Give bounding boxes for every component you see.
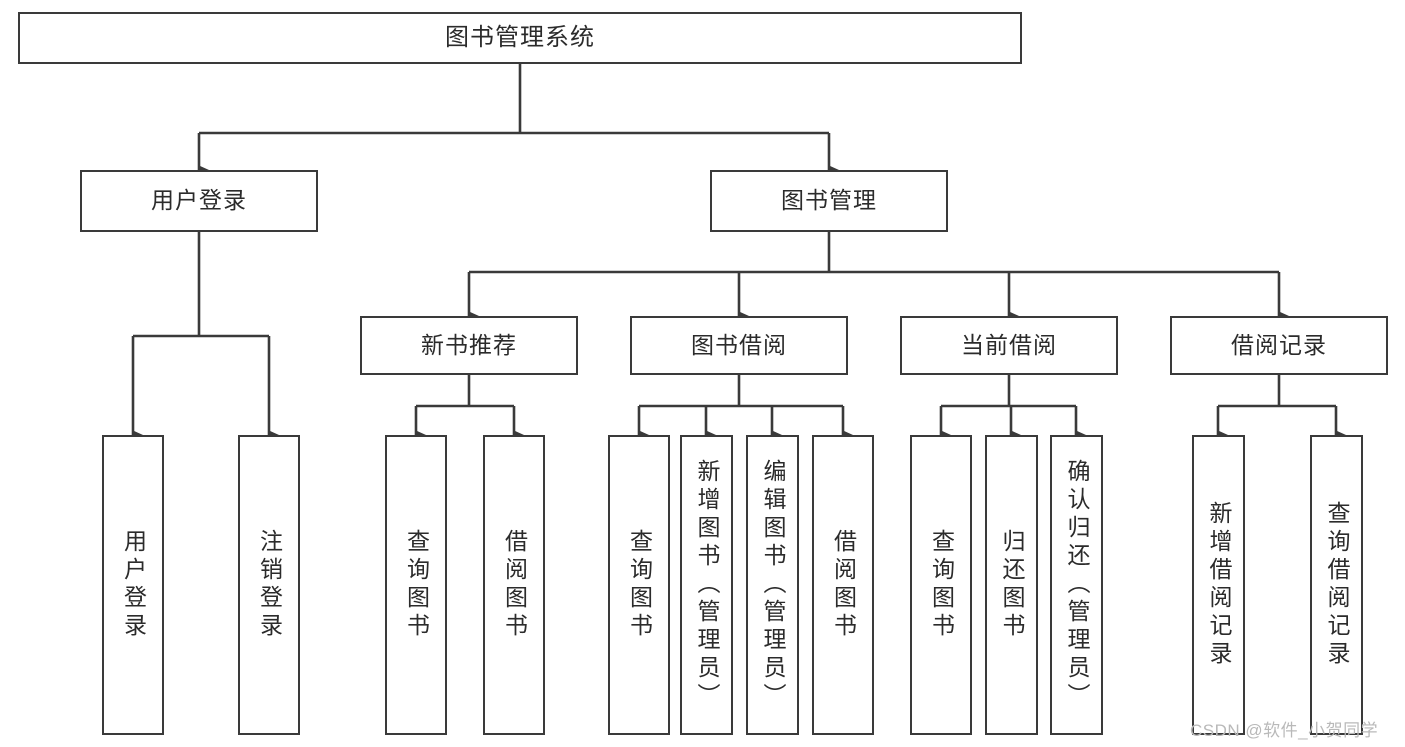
node-label: 编辑图书（管理员） bbox=[760, 459, 786, 711]
node-label: 查询借阅记录 bbox=[1324, 501, 1350, 669]
node-leaf-add-record[interactable]: 新增借阅记录 bbox=[1192, 435, 1245, 735]
node-leaf-query-book-1[interactable]: 查询图书 bbox=[385, 435, 447, 735]
node-label: 用户登录 bbox=[120, 529, 147, 641]
node-label: 查询图书 bbox=[626, 529, 653, 641]
node-borrow-record[interactable]: 借阅记录 bbox=[1170, 316, 1388, 375]
node-label: 新书推荐 bbox=[421, 331, 517, 358]
node-label: 图书管理系统 bbox=[445, 23, 595, 51]
node-label: 用户登录 bbox=[151, 187, 247, 214]
node-leaf-query-book-2[interactable]: 查询图书 bbox=[608, 435, 670, 735]
node-leaf-edit-book[interactable]: 编辑图书（管理员） bbox=[746, 435, 799, 735]
node-leaf-user-login[interactable]: 用户登录 bbox=[102, 435, 164, 735]
node-leaf-logout[interactable]: 注销登录 bbox=[238, 435, 300, 735]
node-new-book-rec[interactable]: 新书推荐 bbox=[360, 316, 578, 375]
node-label: 归还图书 bbox=[999, 529, 1025, 641]
node-label: 借阅图书 bbox=[830, 529, 857, 641]
node-user-login[interactable]: 用户登录 bbox=[80, 170, 318, 232]
node-label: 新增图书（管理员） bbox=[694, 459, 720, 711]
node-label: 当前借阅 bbox=[961, 331, 1057, 358]
node-label: 查询图书 bbox=[403, 529, 430, 641]
node-root[interactable]: 图书管理系统 bbox=[18, 12, 1022, 64]
node-book-manage[interactable]: 图书管理 bbox=[710, 170, 948, 232]
node-leaf-query-book-3[interactable]: 查询图书 bbox=[910, 435, 972, 735]
node-leaf-borrow-book-1[interactable]: 借阅图书 bbox=[483, 435, 545, 735]
node-label: 确认归还（管理员） bbox=[1064, 459, 1090, 711]
node-current-borrow[interactable]: 当前借阅 bbox=[900, 316, 1118, 375]
node-label: 图书管理 bbox=[781, 187, 877, 214]
node-label: 图书借阅 bbox=[691, 331, 787, 358]
node-label: 查询图书 bbox=[928, 529, 955, 641]
node-label: 借阅图书 bbox=[501, 529, 528, 641]
node-book-borrow[interactable]: 图书借阅 bbox=[630, 316, 848, 375]
node-leaf-query-record[interactable]: 查询借阅记录 bbox=[1310, 435, 1363, 735]
node-label: 注销登录 bbox=[256, 529, 283, 641]
node-label: 借阅记录 bbox=[1231, 331, 1327, 358]
node-leaf-return-book[interactable]: 归还图书 bbox=[985, 435, 1038, 735]
node-leaf-add-book[interactable]: 新增图书（管理员） bbox=[680, 435, 733, 735]
node-label: 新增借阅记录 bbox=[1206, 501, 1232, 669]
node-leaf-borrow-book-2[interactable]: 借阅图书 bbox=[812, 435, 874, 735]
node-leaf-confirm-return[interactable]: 确认归还（管理员） bbox=[1050, 435, 1103, 735]
